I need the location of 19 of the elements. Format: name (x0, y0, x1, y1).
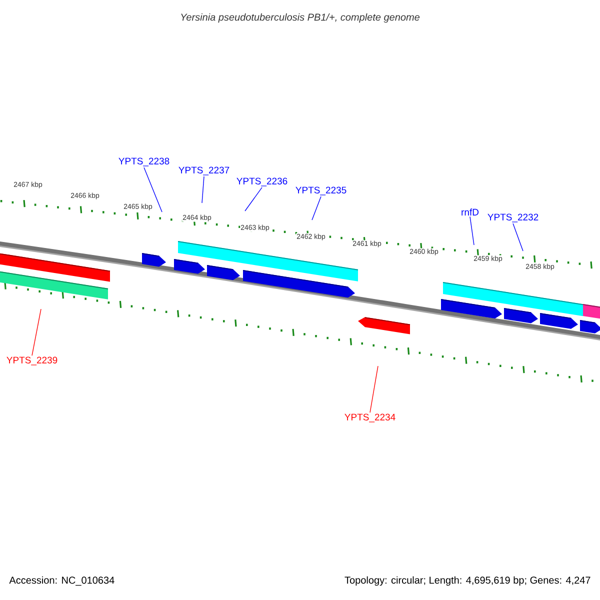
gene-label: YPTS_2239 (6, 356, 58, 366)
leader-line (244, 187, 262, 212)
leader-line (202, 176, 204, 204)
footer-text: Topology: circular; Length: 4,695,619 bp; Genes: 4,247 (344, 576, 590, 586)
gene-label: YPTS_2237 (178, 166, 230, 176)
leader-line (144, 167, 162, 212)
gene-label: rnfD (462, 208, 479, 216)
leader-line (32, 308, 42, 356)
gene-label: YPTS_2234 (344, 414, 396, 422)
leader-line (470, 216, 474, 246)
leader-line (370, 366, 378, 413)
leader-line (312, 196, 322, 220)
gene-label: YPTS_2235 (296, 186, 346, 196)
gene-label: YPTS_2236 (236, 178, 288, 186)
gene-label: YPTS_2238 (118, 158, 170, 166)
gene-label: YPTS_2232 (488, 214, 538, 222)
footer-text: Accession: NC_010634 (9, 576, 114, 586)
leader-line (512, 223, 524, 252)
title: Yersinia pseudotuberculosis PB1/+, complete genome (181, 13, 420, 23)
